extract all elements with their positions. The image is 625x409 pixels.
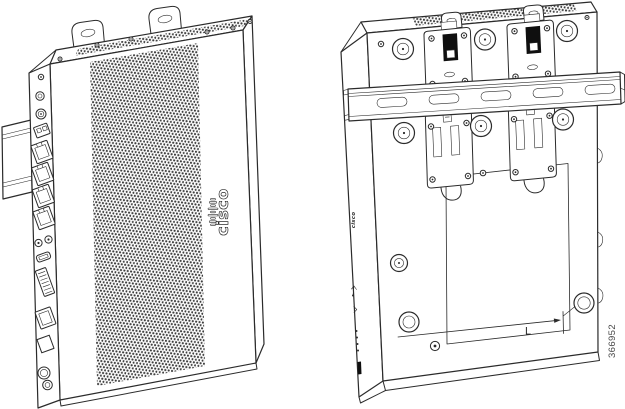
chassis-boss bbox=[389, 253, 409, 273]
din-rail-end-front-view bbox=[1, 119, 33, 200]
front-perforated-panel bbox=[90, 43, 205, 386]
ethernet-port-2 bbox=[31, 161, 55, 187]
din-rail bbox=[343, 71, 625, 122]
usb-port bbox=[35, 251, 52, 263]
front-view: cisco bbox=[1, 5, 265, 409]
din-rail-clip-upper-right bbox=[507, 14, 555, 87]
top-vent-grille bbox=[75, 18, 251, 56]
ethernet-port-3 bbox=[31, 183, 55, 209]
side-panel-ports bbox=[30, 73, 57, 391]
cisco-side-mark: cisco bbox=[351, 212, 357, 228]
console-port bbox=[34, 306, 57, 330]
ethernet-port-1 bbox=[30, 139, 54, 165]
cisco-bridge-bars-icon bbox=[207, 198, 219, 226]
label-recess bbox=[445, 163, 571, 345]
antenna-connector bbox=[35, 91, 45, 101]
chassis-bottom-rim-2 bbox=[385, 351, 600, 391]
chassis-boss bbox=[398, 311, 420, 333]
cisco-logo-front: cisco bbox=[207, 188, 232, 236]
figure-number: 366952 bbox=[607, 324, 618, 358]
recess-screw bbox=[479, 169, 487, 177]
ground-screw bbox=[37, 73, 45, 81]
din-rail-slot bbox=[532, 87, 564, 98]
dimension-tick bbox=[562, 311, 564, 334]
cable-gland-connector bbox=[37, 366, 53, 391]
pin-header-connector bbox=[34, 267, 56, 297]
chassis-bottom-rim bbox=[59, 362, 258, 407]
din-rail-left-end bbox=[343, 89, 350, 121]
ethernet-port-4 bbox=[32, 205, 56, 231]
din-rail-slot bbox=[376, 96, 408, 108]
dimension-arrow bbox=[553, 318, 561, 323]
cisco-wordmark: cisco bbox=[213, 188, 232, 235]
reset-icon bbox=[353, 306, 358, 313]
din-rail-slot bbox=[584, 83, 616, 95]
tab-screw-slot bbox=[157, 14, 173, 24]
power-connector bbox=[35, 108, 47, 120]
blank-plate bbox=[36, 334, 55, 354]
side-edge-markings: cisco bbox=[351, 212, 362, 375]
screw bbox=[429, 340, 441, 352]
dimension-label: L bbox=[525, 326, 531, 338]
dimension-callout-L: L bbox=[397, 306, 576, 338]
back-view: L cisco bbox=[340, 1, 625, 404]
status-dots bbox=[355, 330, 359, 352]
chassis-boss bbox=[573, 292, 595, 314]
dimension-line bbox=[397, 320, 555, 338]
antenna-connector-pair bbox=[34, 235, 53, 248]
usb-icon bbox=[351, 285, 357, 297]
back-panel-bosses-lower bbox=[377, 15, 595, 352]
terminal-block bbox=[33, 122, 51, 139]
din-rail-slot bbox=[480, 90, 512, 102]
tab-screw-slot bbox=[80, 28, 96, 38]
din-rail-slot bbox=[428, 93, 460, 105]
chassis-bottom-rim bbox=[358, 380, 386, 404]
label-bar bbox=[357, 361, 362, 375]
edge-hooks bbox=[597, 147, 604, 304]
